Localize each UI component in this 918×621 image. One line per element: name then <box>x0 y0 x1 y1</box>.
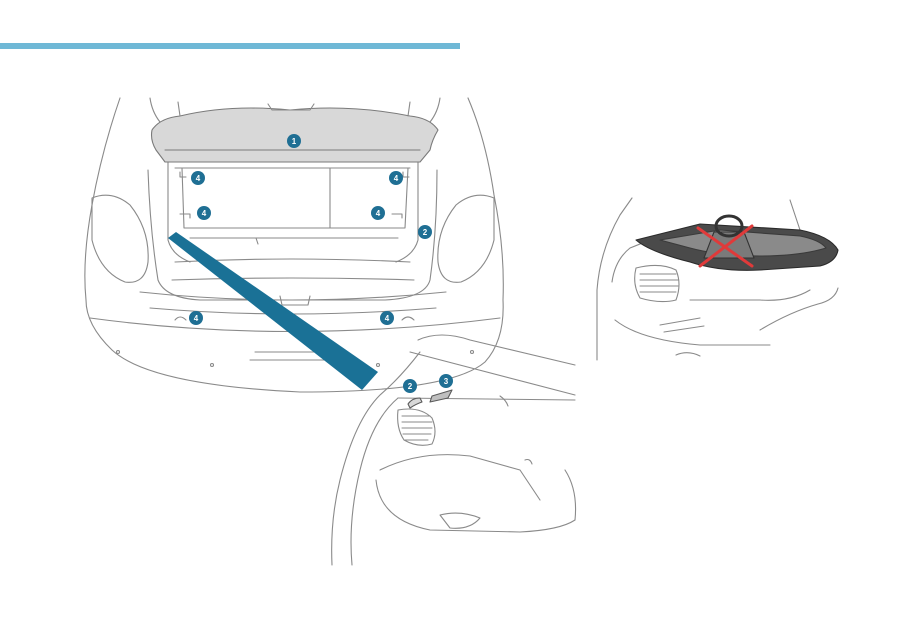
svg-text:2: 2 <box>423 228 428 237</box>
hook-3-detail <box>429 389 453 403</box>
trunk-side-detail-illustration <box>331 334 577 566</box>
svg-text:4: 4 <box>194 314 199 323</box>
prohibited-cross-icon <box>696 224 754 268</box>
section-header-bar <box>0 43 460 49</box>
svg-text:1: 1 <box>292 137 297 146</box>
svg-text:4: 4 <box>196 174 201 183</box>
hook-2-detail <box>407 397 423 409</box>
callout-badge-2: 2 <box>403 379 417 393</box>
svg-text:4: 4 <box>385 314 390 323</box>
callout-badge-4: 4 <box>380 311 394 325</box>
callout-badge-3: 3 <box>439 374 453 388</box>
svg-text:4: 4 <box>376 209 381 218</box>
svg-text:2: 2 <box>408 382 413 391</box>
callout-badge-2: 2 <box>418 225 432 239</box>
svg-text:4: 4 <box>394 174 399 183</box>
callout-badge-1: 1 <box>287 134 301 148</box>
callout-badge-4: 4 <box>189 311 203 325</box>
prohibited-usage-illustration <box>596 197 839 361</box>
callout-badge-4: 4 <box>389 171 403 185</box>
callout-badge-4: 4 <box>371 206 385 220</box>
zoom-pointer <box>168 232 378 390</box>
svg-text:3: 3 <box>444 377 449 386</box>
callout-badge-4: 4 <box>191 171 205 185</box>
svg-text:4: 4 <box>202 209 207 218</box>
callout-badge-4: 4 <box>197 206 211 220</box>
